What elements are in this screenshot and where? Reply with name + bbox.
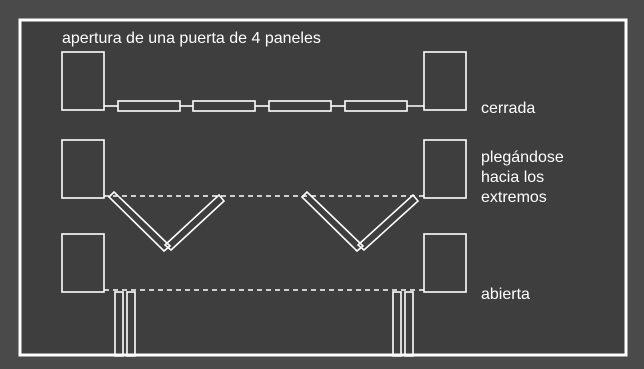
row-label-closed: cerrada	[481, 100, 535, 117]
left-wall-block	[61, 233, 105, 293]
row-label-open: abierta	[481, 286, 530, 303]
left-wall-block	[61, 51, 105, 111]
door-panel	[300, 190, 365, 253]
door-panel	[114, 291, 124, 357]
door-panel	[163, 193, 226, 252]
right-wall-block	[423, 233, 467, 293]
diagram-frame	[18, 18, 628, 357]
row-open	[61, 233, 467, 357]
diagram-title: apertura de una puerta de 4 paneles	[62, 30, 321, 47]
right-wall-block	[423, 139, 467, 199]
door-panel	[404, 291, 414, 357]
right-wall-block	[423, 51, 467, 111]
row-folding	[61, 139, 467, 253]
door-panel	[356, 193, 420, 252]
door-panel	[392, 291, 402, 357]
row-closed	[61, 51, 467, 112]
door-panel	[107, 190, 172, 253]
row-label-folding: plegándose hacia los extremos	[481, 149, 568, 206]
door-panel	[126, 291, 136, 357]
left-wall-block	[61, 139, 105, 199]
